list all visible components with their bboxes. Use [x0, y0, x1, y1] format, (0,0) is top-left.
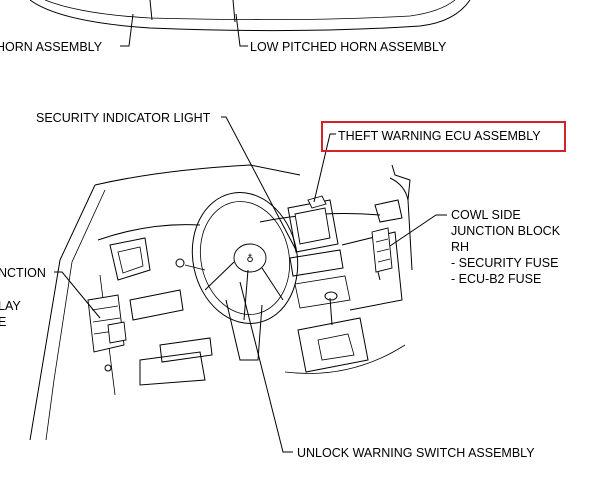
bumper-outline — [29, 0, 471, 32]
rh-label: RH — [451, 240, 469, 254]
dashboard-drawing: ♁ — [29, 164, 413, 441]
unlock-warning-switch-label: UNLOCK WARNING SWITCH ASSEMBLY — [297, 446, 535, 460]
junction-left-leader — [54, 271, 101, 319]
left-junction-block — [87, 294, 127, 372]
junction-left-label: NCTION — [0, 266, 46, 280]
horn-left-leader — [120, 13, 134, 47]
horn-low-leader — [235, 13, 248, 47]
unlock-switch-leader — [239, 281, 293, 453]
cowl-leader — [389, 214, 447, 247]
junction-block-label: JUNCTION BLOCK — [451, 224, 561, 238]
svg-text:♁: ♁ — [246, 253, 253, 265]
e-left-label: E — [0, 315, 6, 329]
cowl-junction-block-rh — [371, 227, 393, 281]
security-indicator-light-label: SECURITY INDICATOR LIGHT — [36, 111, 211, 125]
horn-assembly-label: HORN ASSEMBLY — [0, 40, 103, 54]
cowl-side-label: COWL SIDE — [451, 208, 521, 222]
relay-left-label: LAY — [0, 299, 21, 313]
theft-warning-ecu-label: THEFT WARNING ECU ASSEMBLY — [338, 129, 541, 143]
security-light-leader — [221, 116, 297, 251]
theft-ecu-highlight-box — [321, 121, 566, 152]
security-fuse-label: - SECURITY FUSE — [451, 256, 558, 270]
theft-ecu-leader — [313, 133, 336, 203]
ecu-b2-fuse-label: - ECU-B2 FUSE — [451, 272, 541, 286]
low-pitched-horn-label: LOW PITCHED HORN ASSEMBLY — [250, 40, 447, 54]
